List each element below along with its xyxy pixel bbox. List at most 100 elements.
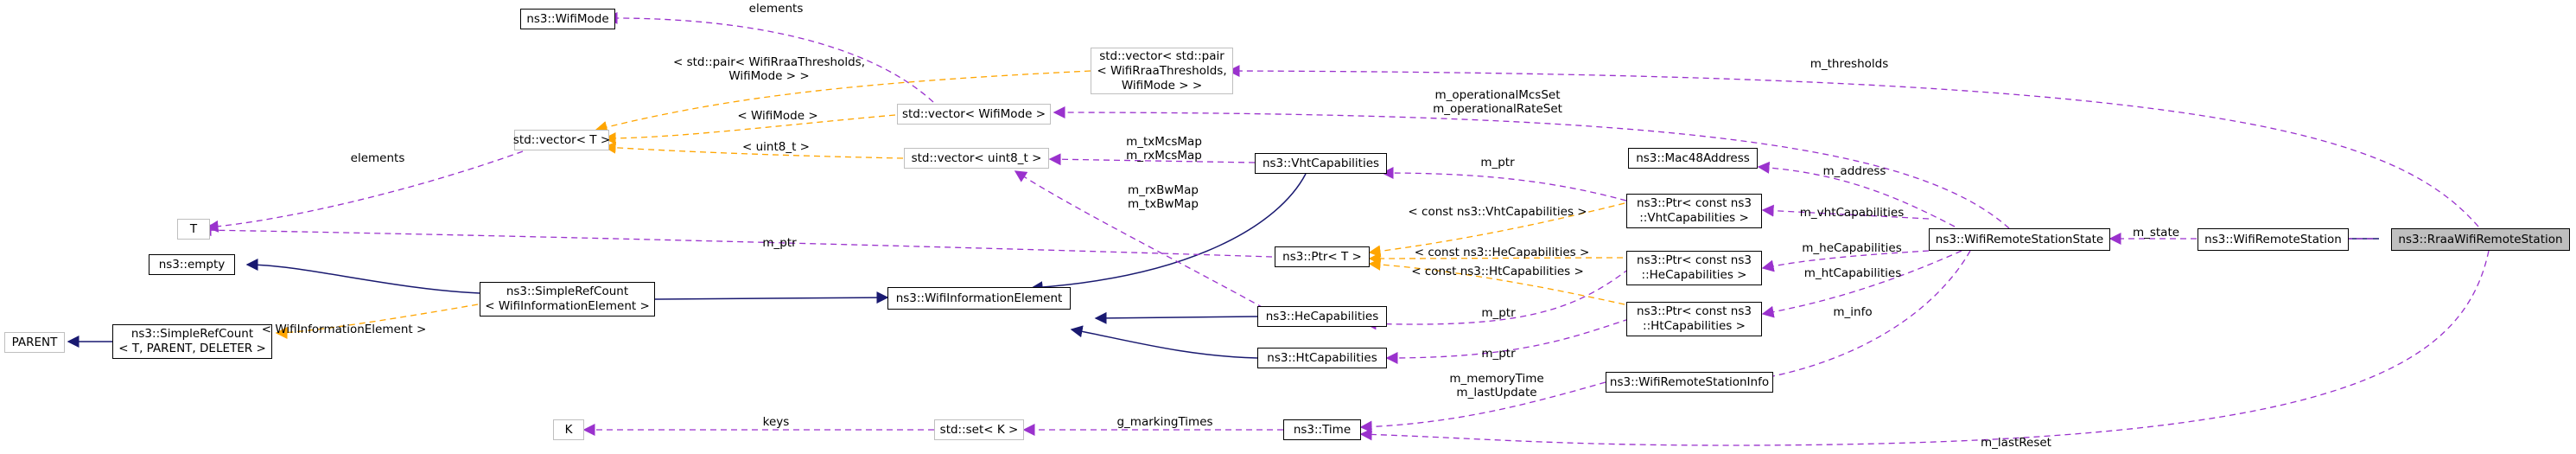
edge-label-elements-top: elements <box>748 2 804 16</box>
edge-vecwifimode-template <box>603 114 896 144</box>
edge-label-line-1: m_rxBwMap <box>1128 183 1199 197</box>
node-label: std::vector< WifiMode > <box>901 106 1046 121</box>
node-label-line-2: < WifiInformationElement > <box>485 299 650 313</box>
edge-label-line-2: m_operationalRateSet <box>1433 102 1562 116</box>
edge-label-line-1: m_operationalMcsSet <box>1434 88 1561 102</box>
node-vector-t[interactable]: std::vector< T > <box>512 130 611 150</box>
edge-vht-txmcs <box>1048 153 1256 166</box>
edge-info-memtime <box>1359 381 1606 433</box>
node-label-line-1: ns3::SimpleRefCount <box>506 285 629 298</box>
node-ptr-t[interactable]: ns3::Ptr< T > <box>1275 246 1370 267</box>
node-wifi-information-element[interactable]: ns3::WifiInformationElement <box>887 287 1071 310</box>
edge-vht-to-wie <box>1030 173 1307 294</box>
edge-ptrhe-m-ptr <box>1364 268 1630 330</box>
node-label-line-1: ns3::Ptr< const ns3 <box>1637 253 1752 267</box>
node-label-line-3: WifiMode > > <box>1121 78 1203 93</box>
node-label: ns3::WifiMode <box>526 11 609 26</box>
edge-ptrvht-template <box>1368 202 1625 258</box>
edge-label-m-info: m_info <box>1833 305 1873 319</box>
node-vector-wifimode[interactable]: std::vector< WifiMode > <box>897 104 1051 125</box>
edge-ht-to-wie <box>1070 325 1258 359</box>
edge-label-m-lastreset: m_lastReset <box>1981 436 2051 450</box>
edge-label-line-2: m_txBwMap <box>1128 197 1199 211</box>
node-ht-capabilities[interactable]: ns3::HtCapabilities <box>1257 348 1387 368</box>
edge-ptrht-template <box>1368 258 1625 305</box>
edge-label-line-1: m_memoryTime <box>1449 372 1544 386</box>
node-he-capabilities[interactable]: ns3::HeCapabilities <box>1257 306 1387 327</box>
edge-ptrht-m-ptr <box>1385 318 1630 364</box>
edge-ptrhe-template <box>1368 252 1624 265</box>
node-label-line-1: std::vector< std::pair <box>1099 48 1224 63</box>
edge-empty-to-src-wie <box>245 259 480 294</box>
edge-label-wifimode-template: < WifiMode > <box>737 109 818 123</box>
node-label-line-2: < T, PARENT, DELETER > <box>118 342 266 355</box>
node-label-line-2: ::HeCapabilities > <box>1641 268 1747 282</box>
node-set-k[interactable]: std::set< K > <box>934 419 1024 440</box>
node-simple-ref-count-wie[interactable]: ns3::SimpleRefCount < WifiInformationEle… <box>480 282 655 317</box>
edge-label-memtime: m_memoryTime m_lastUpdate <box>1449 372 1543 400</box>
edge-label-m-vhtcap: m_vhtCapabilities <box>1799 206 1905 220</box>
node-simple-ref-count-t[interactable]: ns3::SimpleRefCount < T, PARENT, DELETER… <box>112 324 272 359</box>
edge-label-line-2: m_lastUpdate <box>1456 386 1537 400</box>
node-k[interactable]: K <box>553 419 584 440</box>
node-label: std::vector< T > <box>512 132 611 147</box>
edge-vecuint8-template <box>603 141 904 159</box>
edge-label-keys: keys <box>762 415 790 429</box>
node-vector-pair[interactable]: std::vector< std::pair < WifiRraaThresho… <box>1091 48 1233 94</box>
edge-label-ht-template: < const ns3::HtCapabilities > <box>1411 265 1584 278</box>
edge-he-rxbw <box>1014 170 1264 309</box>
node-label: ns3::Mac48Address <box>1636 150 1750 165</box>
edge-label-m-ptr-vht: m_ptr <box>1480 156 1515 169</box>
node-ptr-ht[interactable]: ns3::Ptr< const ns3 ::HtCapabilities > <box>1626 302 1762 336</box>
node-label-line-1: ns3::Ptr< const ns3 <box>1637 304 1752 318</box>
node-wifi-mode[interactable]: ns3::WifiMode <box>520 9 615 29</box>
node-ptr-vht[interactable]: ns3::Ptr< const ns3 ::VhtCapabilities > <box>1626 194 1762 228</box>
edge-label-m-htcap: m_htCapabilities <box>1803 266 1902 280</box>
node-ptr-he[interactable]: ns3::Ptr< const ns3 ::HeCapabilities > <box>1626 251 1762 285</box>
node-label: std::set< K > <box>939 422 1019 437</box>
node-vector-uint8[interactable]: std::vector< uint8_t > <box>904 148 1049 169</box>
edge-label-line-1: < std::pair< WifiRraaThresholds, <box>673 55 865 69</box>
edge-ptrt-m-ptr <box>199 224 1273 258</box>
node-parent[interactable]: PARENT <box>4 332 65 353</box>
edge-label-line-1: m_txMcsMap <box>1126 135 1202 149</box>
node-label: ns3::empty <box>158 257 226 272</box>
node-label: ns3::WifiRemoteStationInfo <box>1609 374 1770 389</box>
node-rraa-wifi-remote-station[interactable]: ns3::RraaWifiRemoteStation <box>2391 228 2570 251</box>
edge-label-he-template: < const ns3::HeCapabilities > <box>1414 246 1590 259</box>
node-wifi-remote-station-state[interactable]: ns3::WifiRemoteStationState <box>1929 228 2110 251</box>
node-label: ns3::WifiInformationElement <box>895 291 1063 305</box>
node-wifi-remote-station[interactable]: ns3::WifiRemoteStation <box>2198 228 2349 251</box>
node-vht-capabilities[interactable]: ns3::VhtCapabilities <box>1255 153 1387 174</box>
node-label: ns3::Ptr< T > <box>1282 249 1362 264</box>
edge-label-uint8-template: < uint8_t > <box>742 140 810 154</box>
node-mac48-address[interactable]: ns3::Mac48Address <box>1628 148 1758 169</box>
node-t[interactable]: T <box>177 219 210 240</box>
edge-vecwifimode-elements <box>605 11 934 103</box>
node-wifi-remote-station-info[interactable]: ns3::WifiRemoteStationInfo <box>1606 372 1773 393</box>
node-time[interactable]: ns3::Time <box>1283 419 1361 440</box>
edge-rraa-m-lastreset <box>1359 250 2490 446</box>
edge-rraa-m-thresholds <box>1227 65 2479 227</box>
edge-label-elements-left: elements <box>350 151 405 165</box>
edge-state-m-address <box>1757 161 1956 227</box>
edge-label-g-marking-times: g_markingTimes <box>1116 415 1213 429</box>
edge-label-rxbw: m_rxBwMap m_txBwMap <box>1128 183 1199 211</box>
node-empty[interactable]: ns3::empty <box>149 254 235 275</box>
edge-label-line-2: WifiMode > > <box>728 69 810 83</box>
edge-ptrvht-m-ptr <box>1381 167 1627 201</box>
edge-label-m-ptr-t: m_ptr <box>762 236 797 250</box>
edge-state-opmcs <box>1053 106 2010 229</box>
edge-label-vht-template: < const ns3::VhtCapabilities > <box>1408 205 1587 219</box>
node-label: K <box>564 422 573 437</box>
node-label-line-2: ::VhtCapabilities > <box>1639 211 1749 225</box>
node-label: ns3::Time <box>1293 422 1352 437</box>
node-label: ns3::HeCapabilities <box>1265 309 1379 323</box>
edge-vect-elements <box>206 150 524 233</box>
edge-label-wie-template: < WifiInformationElement > <box>261 323 427 336</box>
node-label-line-2: < WifiRraaThresholds, <box>1097 63 1227 78</box>
node-label: PARENT <box>11 335 58 349</box>
node-label-line-1: ns3::SimpleRefCount <box>130 327 254 341</box>
node-label: ns3::RraaWifiRemoteStation <box>2398 232 2563 246</box>
